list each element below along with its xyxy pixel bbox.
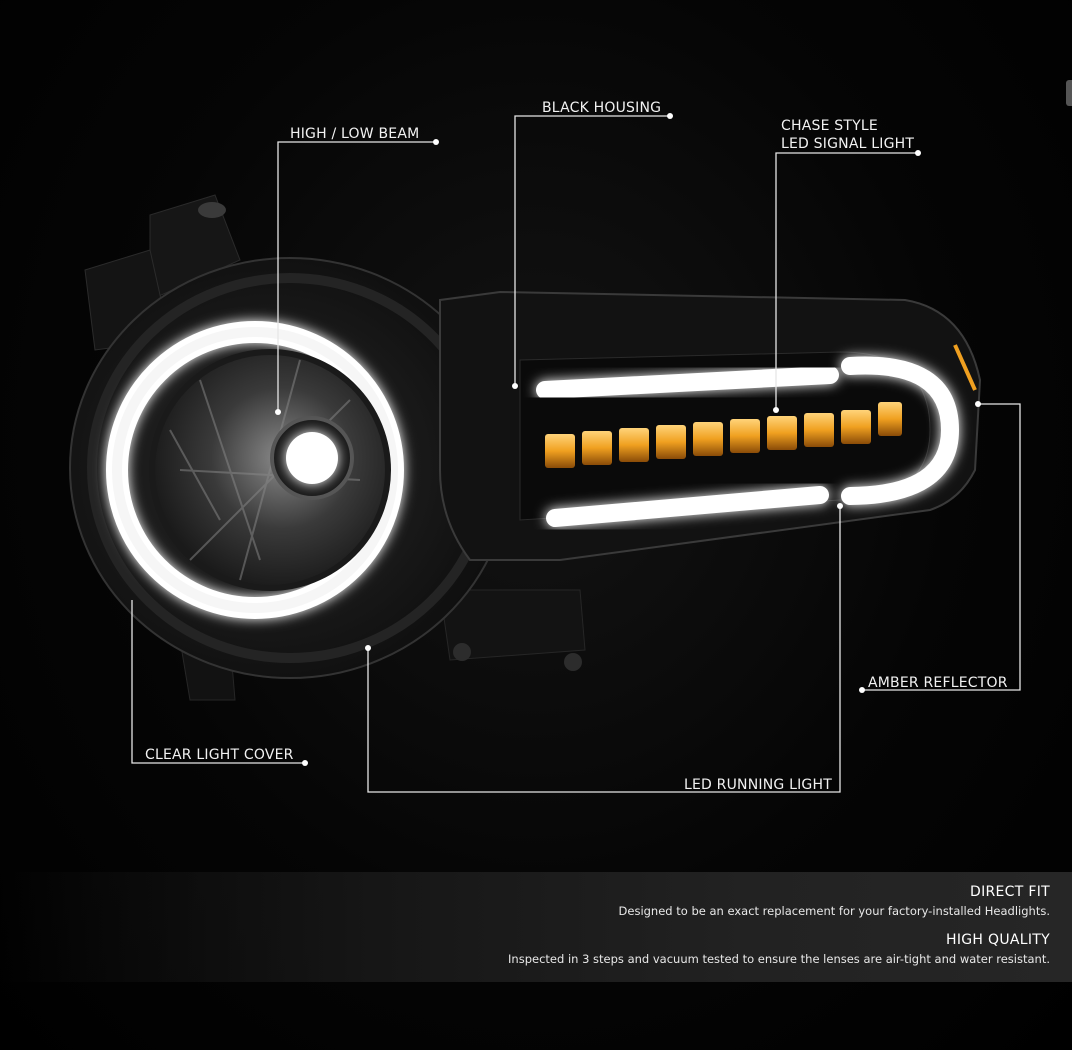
feature-high-quality: HIGH QUALITY Inspected in 3 steps and va… [508,932,1050,966]
callout-clear-light-cover: CLEAR LIGHT COVER [145,747,294,763]
feature-description: Inspected in 3 steps and vacuum tested t… [508,952,1050,966]
callout-led-signal-light: LED SIGNAL LIGHT [781,136,915,152]
feature-title: DIRECT FIT [970,884,1050,900]
led-running-light-bars [536,356,960,527]
callout-amber-reflector: AMBER REFLECTOR [868,675,1008,691]
reflector-bowl [149,349,391,591]
feature-description: Designed to be an exact replacement for … [618,904,1050,918]
callout-black-housing: BLACK HOUSING [542,100,662,116]
feature-title: HIGH QUALITY [946,932,1050,948]
amber-signal-segments [545,344,977,468]
callout-led-running-light: LED RUNNING LIGHT [684,777,832,793]
callout-high-low-beam: HIGH / LOW BEAM [290,126,420,142]
feature-banner: DIRECT FIT Designed to be an exact repla… [0,872,1072,982]
callout-dots [275,113,981,766]
scroll-edge-handle[interactable] [1066,80,1072,106]
callout-chase-style: CHASE STYLE [781,118,878,134]
callout-lines [131,115,1021,793]
led-halo-ring [106,321,404,619]
feature-direct-fit: DIRECT FIT Designed to be an exact repla… [619,884,1050,918]
mounting-bracket [84,194,586,701]
